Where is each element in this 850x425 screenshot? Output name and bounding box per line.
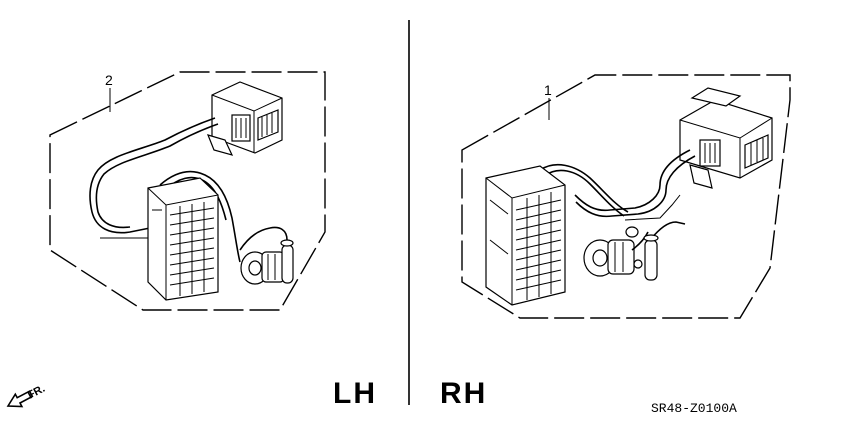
condenser-rh — [485, 165, 566, 306]
assembly-outline-lh — [49, 71, 326, 311]
assembly-outline-rh — [461, 74, 791, 319]
diagram-code: SR48-Z0100A — [651, 401, 737, 416]
hose-lines-rh — [539, 149, 696, 241]
receiver-drier-rh — [633, 234, 659, 281]
assembly-kit-lh: 2 — [49, 71, 326, 311]
assembly-kit-rh: 1 — [461, 74, 791, 319]
side-label-lh: LH — [333, 377, 377, 410]
condenser-lh — [147, 177, 219, 301]
compressor-rh — [583, 226, 649, 277]
callout-number-2: 2 — [105, 72, 113, 88]
front-direction-label: FR. — [26, 383, 47, 402]
callout-number-1: 1 — [544, 82, 552, 98]
evaporator-unit-rh — [679, 87, 773, 189]
front-direction-arrow-icon — [6, 390, 34, 408]
evaporator-unit-lh — [206, 81, 283, 156]
receiver-drier-lh — [239, 226, 294, 284]
side-label-rh: RH — [440, 377, 487, 410]
compressor-lh — [240, 251, 285, 285]
